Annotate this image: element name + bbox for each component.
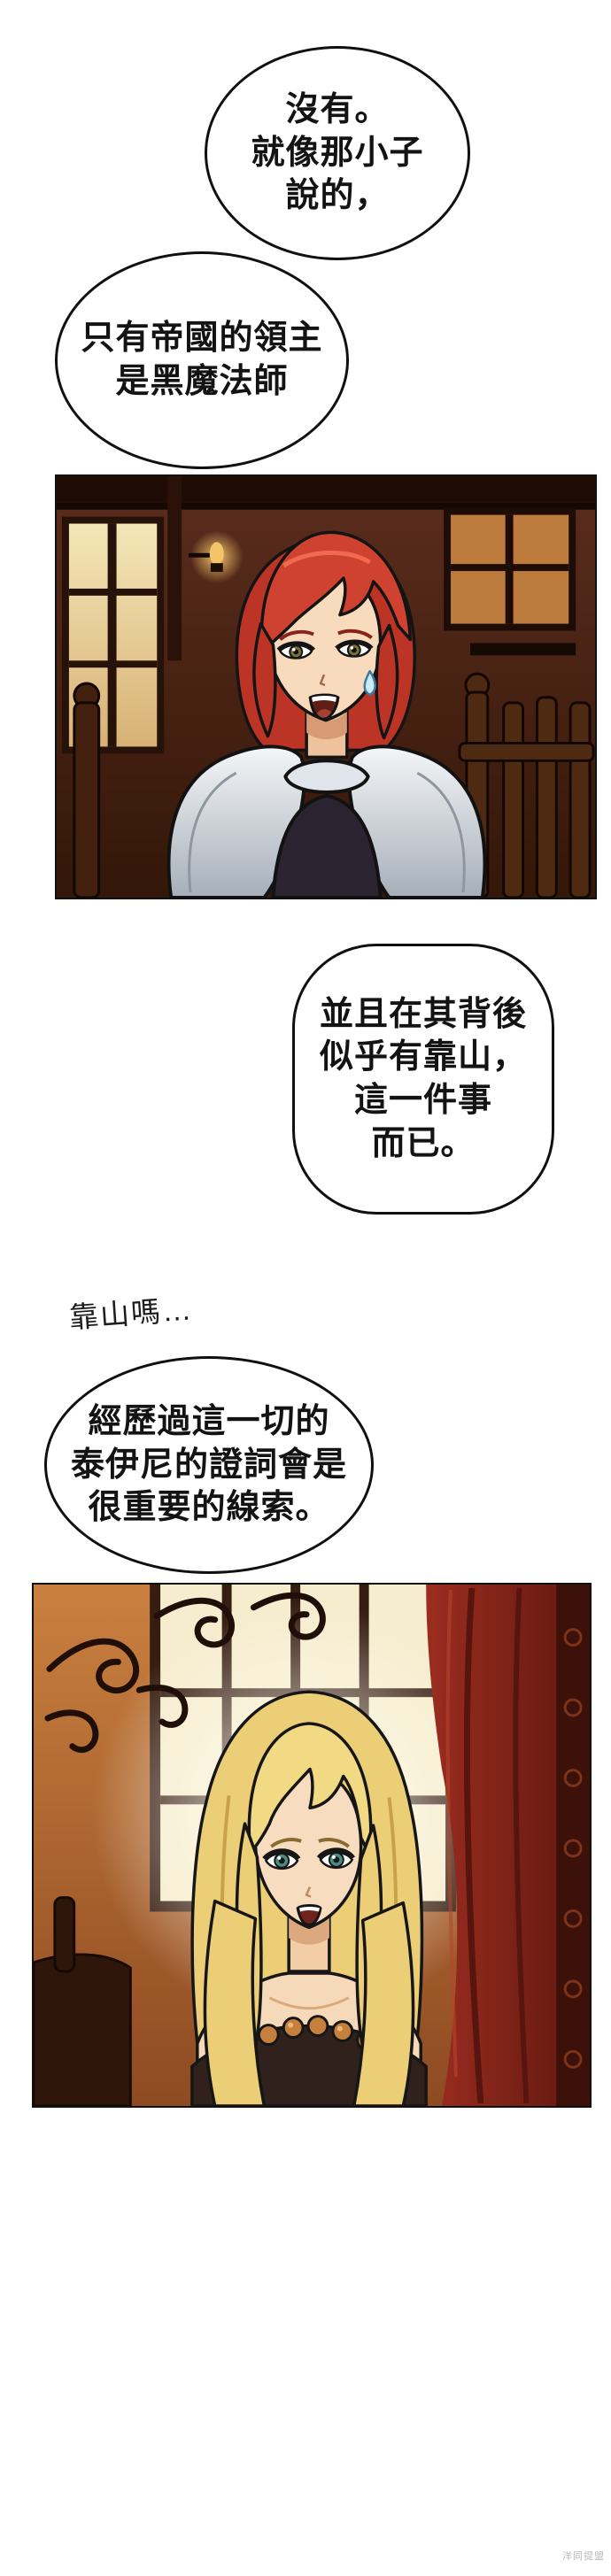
panel-2-artwork xyxy=(34,1585,590,2106)
speech-bubble-2: 只有帝國的領主 是黑魔法師 xyxy=(55,251,349,469)
p1-nose xyxy=(319,674,326,687)
p2-red-curtain xyxy=(426,1585,590,2106)
p1-sweat-drop xyxy=(363,669,376,697)
p1-side-lock-left xyxy=(252,621,277,738)
bubble-text-line: 這一件事 xyxy=(353,1082,492,1119)
bubble-text-line: 並且在其背後 xyxy=(319,995,527,1033)
p2-bangs xyxy=(247,1722,373,1857)
p2-furniture xyxy=(34,1896,132,2106)
p2-iron-scrollwork xyxy=(44,1592,326,1754)
p2-brow-right xyxy=(318,1838,350,1848)
bubble-text-line: 就像那小子 xyxy=(251,134,424,172)
p2-character xyxy=(190,1690,428,2106)
bubble-text-line: 只有帝國的領主 xyxy=(81,320,323,358)
bubble-text-line: 沒有。 xyxy=(285,91,390,129)
p2-nose xyxy=(305,1886,312,1898)
p1-left-window xyxy=(61,516,165,754)
p2-front-lock-right xyxy=(352,1901,415,2106)
speech-bubble-3: 並且在其背後 似乎有靠山， 這一件事 而已。 xyxy=(292,944,554,1215)
p1-bangs xyxy=(259,530,413,654)
p1-brow-left xyxy=(279,629,314,642)
bubble-text-line: 經歷過這一切的 xyxy=(88,1403,330,1441)
bubble-text-line: 說的， xyxy=(285,177,390,215)
bubble-text-line: 是黑魔法師 xyxy=(115,363,289,400)
bubble-text-line: 泰伊尼的證詞會是 xyxy=(70,1446,347,1484)
panel-1 xyxy=(55,474,597,899)
p2-brow-left xyxy=(270,1838,302,1848)
p1-ceiling-beams xyxy=(57,476,595,661)
site-watermark: 洋同提盟 xyxy=(562,2551,605,2562)
p1-character xyxy=(166,530,487,898)
panel-2 xyxy=(32,1583,592,2108)
thought-text: 靠山嗎… xyxy=(67,1292,195,1334)
bubble-text-line: 似乎有靠山， xyxy=(319,1038,527,1076)
p1-right-window xyxy=(444,507,576,656)
bubble-text-line: 很重要的線索。 xyxy=(88,1489,330,1527)
speech-bubble-4: 經歷過這一切的 泰伊尼的證詞會是 很重要的線索。 xyxy=(44,1356,374,1574)
p1-brow-right xyxy=(337,629,373,640)
panel-1-artwork xyxy=(57,476,595,898)
p1-wall-lamp xyxy=(189,530,244,583)
bubble-text-line: 而已。 xyxy=(371,1124,476,1162)
p2-front-lock-left xyxy=(203,1899,267,2106)
p1-side-lock-right xyxy=(375,623,399,740)
speech-bubble-1: 沒有。 就像那小子 說的， xyxy=(205,46,470,260)
p1-armor xyxy=(166,744,487,898)
